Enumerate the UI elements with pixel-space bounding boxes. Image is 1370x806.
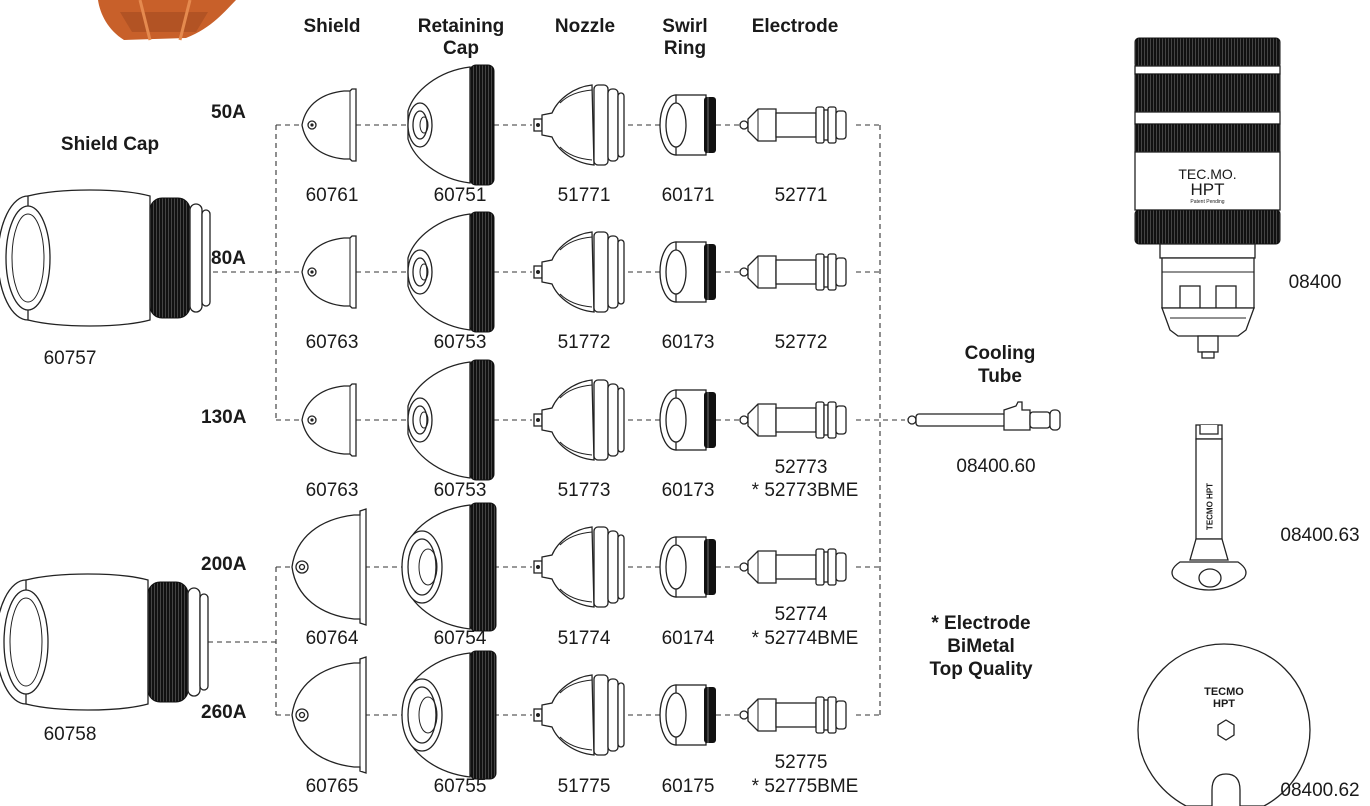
part-code-cap-80a: 60753 <box>433 332 487 353</box>
torch-drawing <box>1134 37 1281 359</box>
part-code-shield-50a: 60761 <box>305 185 359 206</box>
column-header-shield: Shield <box>303 16 361 37</box>
part-code-shield-80a: 60763 <box>305 332 359 353</box>
part-code-electrode-200a: 52774 <box>774 604 828 625</box>
column-header-electrode: Electrode <box>751 16 839 37</box>
part-code-electrode-130a: 52773 <box>774 457 828 478</box>
part-code-cap-260a: 60755 <box>433 776 487 797</box>
disc-code: 08400.62 <box>1280 780 1360 801</box>
column-header-nozzle: Nozzle <box>554 16 616 37</box>
torch-brand: TEC.MO. <box>1178 166 1237 182</box>
amp-label-200a: 200A <box>201 554 247 575</box>
part-code-swirl-200a: 60174 <box>661 628 715 649</box>
shield-cap-code-bottom: 60758 <box>43 724 97 745</box>
connection-lines <box>190 124 905 716</box>
part-code-nozzle-200a: 51774 <box>557 628 611 649</box>
torch-code: 08400 <box>1288 272 1342 293</box>
part-code-shield-130a: 60763 <box>305 480 359 501</box>
part-code-electrode-bme-200a: * 52774BME <box>751 628 859 649</box>
shield-cap-code-top: 60757 <box>43 348 97 369</box>
amp-label-80a: 80A <box>211 248 246 269</box>
part-code-electrode-80a: 52772 <box>774 332 828 353</box>
part-code-electrode-260a: 52775 <box>774 752 828 773</box>
part-code-nozzle-80a: 51772 <box>557 332 611 353</box>
part-code-nozzle-50a: 51771 <box>557 185 611 206</box>
part-code-cap-130a: 60753 <box>433 480 487 501</box>
part-code-cap-50a: 60751 <box>433 185 487 206</box>
tool-code: 08400.63 <box>1280 525 1360 546</box>
part-code-electrode-50a: 52771 <box>774 185 828 206</box>
amp-label-130a: 130A <box>201 407 247 428</box>
part-code-shield-260a: 60765 <box>305 776 359 797</box>
part-code-electrode-bme-130a: * 52773BME <box>751 480 859 501</box>
amp-label-50a: 50A <box>211 102 246 123</box>
part-code-swirl-50a: 60171 <box>661 185 715 206</box>
disc-drawing <box>1137 643 1311 806</box>
cooling-tube-drawing <box>907 401 1061 431</box>
amp-label-260a: 260A <box>201 702 247 723</box>
part-code-nozzle-260a: 51775 <box>557 776 611 797</box>
part-code-electrode-bme-260a: * 52775BME <box>751 776 859 797</box>
torch-model: HPT <box>1190 180 1225 199</box>
part-code-swirl-130a: 60173 <box>661 480 715 501</box>
tool-drawing <box>1171 424 1247 591</box>
cooling-tube-code: 08400.60 <box>956 456 1036 477</box>
part-code-swirl-80a: 60173 <box>661 332 715 353</box>
part-code-nozzle-130a: 51773 <box>557 480 611 501</box>
part-code-shield-200a: 60764 <box>305 628 359 649</box>
shield-cap-60757 <box>0 189 211 327</box>
shield-cap-label: Shield Cap <box>60 134 160 155</box>
tool-engraving: TECMO HPT <box>1205 482 1215 531</box>
part-code-swirl-260a: 60175 <box>661 776 715 797</box>
torch-patent: Patent Pending <box>1190 199 1225 205</box>
svg-text:Engraved: Engraved <box>100 620 107 650</box>
part-code-cap-200a: 60754 <box>433 628 487 649</box>
